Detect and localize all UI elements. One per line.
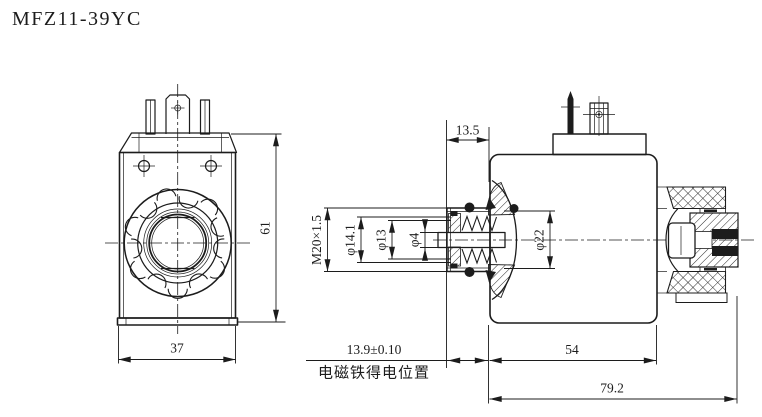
hex-face [667, 222, 696, 259]
dimensions: 61 37 13.5 M20×1.5 φ14.1 [118, 120, 738, 404]
knurled-ring [123, 188, 232, 299]
dim-front-width-label: 37 [170, 341, 184, 356]
knurled-nut-top [666, 186, 727, 210]
dim-energized-note: 电磁铁得电位置 [318, 365, 430, 382]
dim-plug-offset: 13.5 [446, 120, 490, 368]
dim-coil-length-label: 54 [565, 342, 579, 357]
dim-dia-pin-label: φ4 [407, 232, 422, 247]
o-ring-bottom-icon [464, 267, 475, 277]
dim-dia-armature-label: φ13 [374, 229, 389, 251]
seal-top [712, 229, 738, 239]
spring-bottom [461, 247, 498, 265]
seal-bottom [712, 246, 738, 256]
o-ring-top-icon [464, 202, 475, 213]
flange-wedge-bottom [488, 264, 516, 299]
dim-front-height: 61 [231, 133, 286, 323]
base-plate [116, 317, 239, 326]
dim-thread-label: M20×1.5 [309, 215, 324, 265]
mount-screw-right-icon [200, 155, 222, 177]
dim-plug-offset-label: 13.5 [456, 123, 480, 138]
dim-front-width: 37 [118, 326, 236, 364]
dim-overall-length: 79.2 [489, 296, 738, 404]
dim-dia-coil-bore-label: φ22 [532, 229, 547, 250]
dim-coil-length: 54 [488, 325, 657, 404]
dim-dia-armature: φ13 [374, 220, 451, 260]
knurled-nut-bottom [666, 270, 727, 294]
dim-overall-length-label: 79.2 [600, 381, 624, 396]
dim-thread: M20×1.5 [309, 207, 451, 272]
section-view [433, 91, 757, 324]
dim-dia-pin: φ4 [407, 219, 447, 261]
spring-top [461, 214, 498, 233]
dim-dia-tube-label: φ14.1 [343, 224, 358, 255]
push-rod [437, 231, 506, 249]
connector-tab [165, 94, 191, 134]
connector-block [552, 133, 647, 156]
end-nut-assembly [657, 186, 739, 303]
dim-energized-value: 13.9±0.10 [347, 342, 402, 357]
front-view [105, 84, 252, 334]
nut-concave-profile [665, 208, 679, 272]
end-step [675, 292, 728, 303]
mount-screw-left-icon [133, 155, 155, 177]
connector-blade-pin [567, 91, 574, 134]
dim-dia-tube: φ14.1 [343, 216, 451, 263]
drawing-title: MFZ11-39YC [12, 8, 142, 30]
terminal-screw-icon [583, 96, 615, 136]
coil-body [489, 153, 658, 324]
connector-base [118, 132, 238, 154]
dim-dia-coil-bore: φ22 [504, 210, 555, 269]
dim-energized-position: 13.9±0.10 电磁铁得电位置 [306, 342, 488, 382]
dim-front-height-label: 61 [258, 221, 273, 235]
